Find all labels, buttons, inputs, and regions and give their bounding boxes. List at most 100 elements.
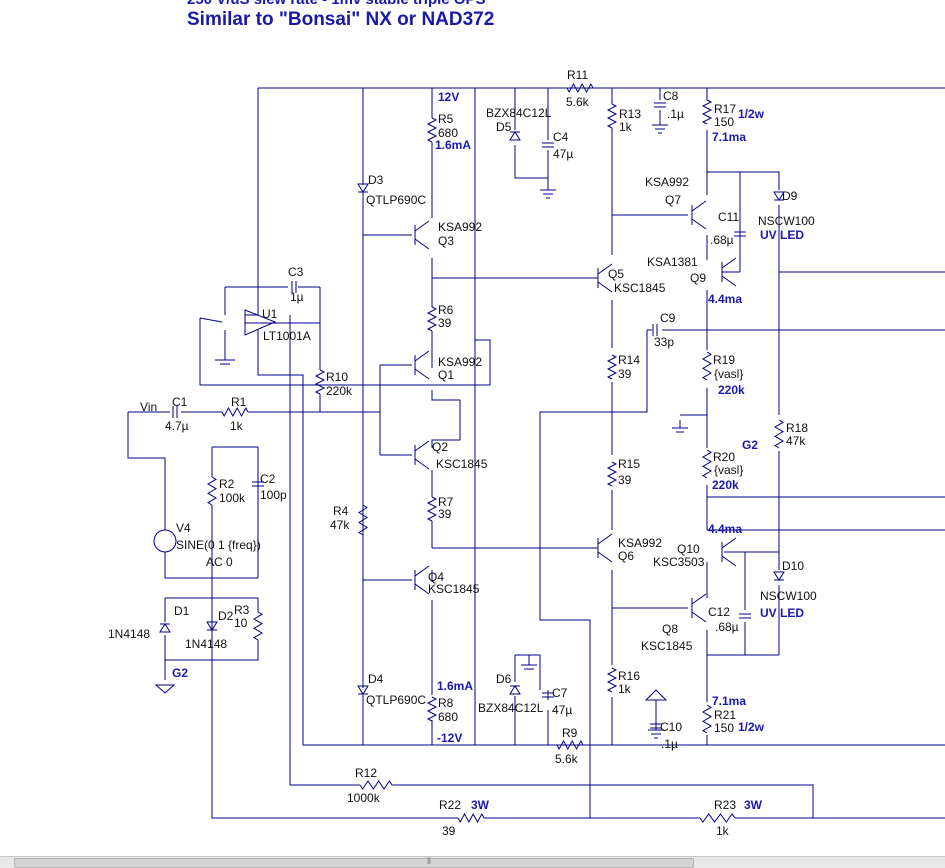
label-d1: D1 — [174, 604, 190, 618]
transistor-q3 — [414, 238, 430, 250]
label-r19: R19 — [713, 353, 735, 367]
label-c1: C1 — [172, 395, 188, 409]
label-c12v: .68µ — [715, 620, 739, 634]
label-c2: C2 — [260, 472, 276, 486]
transistor-q4 — [414, 565, 430, 577]
resistor-r7 — [426, 496, 438, 522]
horizontal-scrollbar[interactable] — [0, 856, 945, 868]
label-r13v: 1k — [619, 120, 633, 134]
label-bzx2: BZX84C12L — [478, 701, 544, 715]
label-d4: D4 — [368, 672, 384, 686]
resistor-r18 — [774, 419, 784, 449]
resistor-r2 — [207, 476, 217, 506]
transistor-q10 — [721, 555, 737, 567]
label-q1t: KSA992 — [438, 355, 482, 369]
resistor-r15 — [606, 461, 618, 487]
transistor-q1 — [414, 350, 430, 362]
wire — [127, 412, 166, 530]
label-vm12: -12V — [437, 731, 462, 745]
label-r8: R8 — [438, 696, 454, 710]
label-c9: C9 — [660, 311, 676, 325]
transistor-q7 — [691, 200, 707, 212]
label-c8v: .1µ — [667, 107, 684, 121]
label-q2t: KSC1845 — [436, 457, 488, 471]
transistor-q6 — [597, 551, 613, 563]
label-d2v: 1N4148 — [185, 637, 227, 651]
label-u1: U1 — [262, 307, 278, 321]
resistor-r16 — [606, 667, 618, 693]
label-q2: Q2 — [432, 440, 448, 454]
label-d10u: UV LED — [760, 606, 804, 620]
label-c8: C8 — [663, 89, 679, 103]
wire — [199, 318, 491, 386]
label-r13: R13 — [619, 107, 641, 121]
label-q10: Q10 — [677, 542, 700, 556]
label-r22w: 3W — [471, 798, 490, 812]
label-r3: R3 — [234, 603, 250, 617]
label-d10: D10 — [782, 559, 804, 573]
label-c7v: 47µ — [552, 703, 572, 717]
wire — [164, 552, 258, 579]
label-q3: Q3 — [438, 234, 454, 248]
label-q8: Q8 — [662, 622, 678, 636]
label-r22: R22 — [439, 798, 461, 812]
label-d3: D3 — [368, 173, 384, 187]
led-d3 — [357, 183, 369, 193]
label-d9u: UV LED — [760, 228, 804, 242]
transistor-q10 — [721, 537, 737, 549]
resistor-r9 — [556, 739, 584, 751]
label-c9v: 33p — [654, 335, 674, 349]
diode-d1 — [159, 623, 171, 633]
transistor-q5 — [597, 281, 613, 293]
label-r14v: 39 — [618, 367, 632, 381]
label-d9v: NSCW100 — [758, 214, 815, 228]
label-r20v: {vasl} — [714, 463, 743, 477]
label-q9i: 4.4ma — [708, 292, 742, 306]
label-q5t: KSC1845 — [614, 281, 666, 295]
resistor-r4 — [358, 504, 368, 536]
label-q4t: KSC1845 — [428, 582, 480, 596]
label-r23: R23 — [714, 798, 736, 812]
label-r20: R20 — [713, 450, 735, 464]
wire — [539, 330, 648, 818]
label-r22v: 39 — [442, 824, 456, 838]
ground-icon — [644, 689, 668, 701]
label-r5i: 1.6mA — [435, 138, 471, 152]
label-c4: C4 — [553, 130, 569, 144]
label-r9v: 5.6k — [555, 752, 579, 766]
label-c7: C7 — [552, 686, 568, 700]
label-u1v: LT1001A — [263, 329, 311, 343]
label-r10v: 220k — [326, 384, 353, 398]
label-r21w: 1/2w — [738, 720, 765, 734]
uv-led-d9 — [773, 191, 785, 201]
label-r20k: 220k — [712, 478, 739, 492]
label-r1v: 1k — [230, 419, 244, 433]
label-c3: C3 — [288, 265, 304, 279]
label-q7: Q7 — [665, 193, 681, 207]
resistor-r20 — [702, 449, 712, 479]
transistor-q2 — [414, 440, 430, 452]
label-r7: R7 — [438, 495, 454, 509]
label-r18: R18 — [786, 421, 808, 435]
label-c12: C12 — [708, 605, 730, 619]
resistor-r19 — [702, 351, 712, 381]
transistor-q4 — [414, 583, 430, 595]
label-r7v: 39 — [438, 507, 452, 521]
label-q11i: 7.1ma — [712, 694, 746, 708]
resistor-r22 — [457, 812, 485, 824]
label-r2: R2 — [219, 477, 235, 491]
transistor-q3 — [414, 220, 430, 232]
label-r6v: 39 — [438, 316, 452, 330]
label-d2: D2 — [218, 609, 234, 623]
led-d4 — [357, 685, 369, 695]
label-q10i: 4.4ma — [708, 522, 742, 536]
resistor-r3 — [253, 611, 263, 641]
label-v4ac: AC 0 — [206, 555, 233, 569]
label-r19v: {vasl} — [714, 367, 743, 381]
label-q10t: KSC3503 — [653, 555, 705, 569]
label-r1: R1 — [231, 395, 247, 409]
label-r11v: 5.6k — [566, 95, 590, 109]
voltage-source-v4 — [153, 529, 177, 553]
wire — [431, 390, 461, 448]
